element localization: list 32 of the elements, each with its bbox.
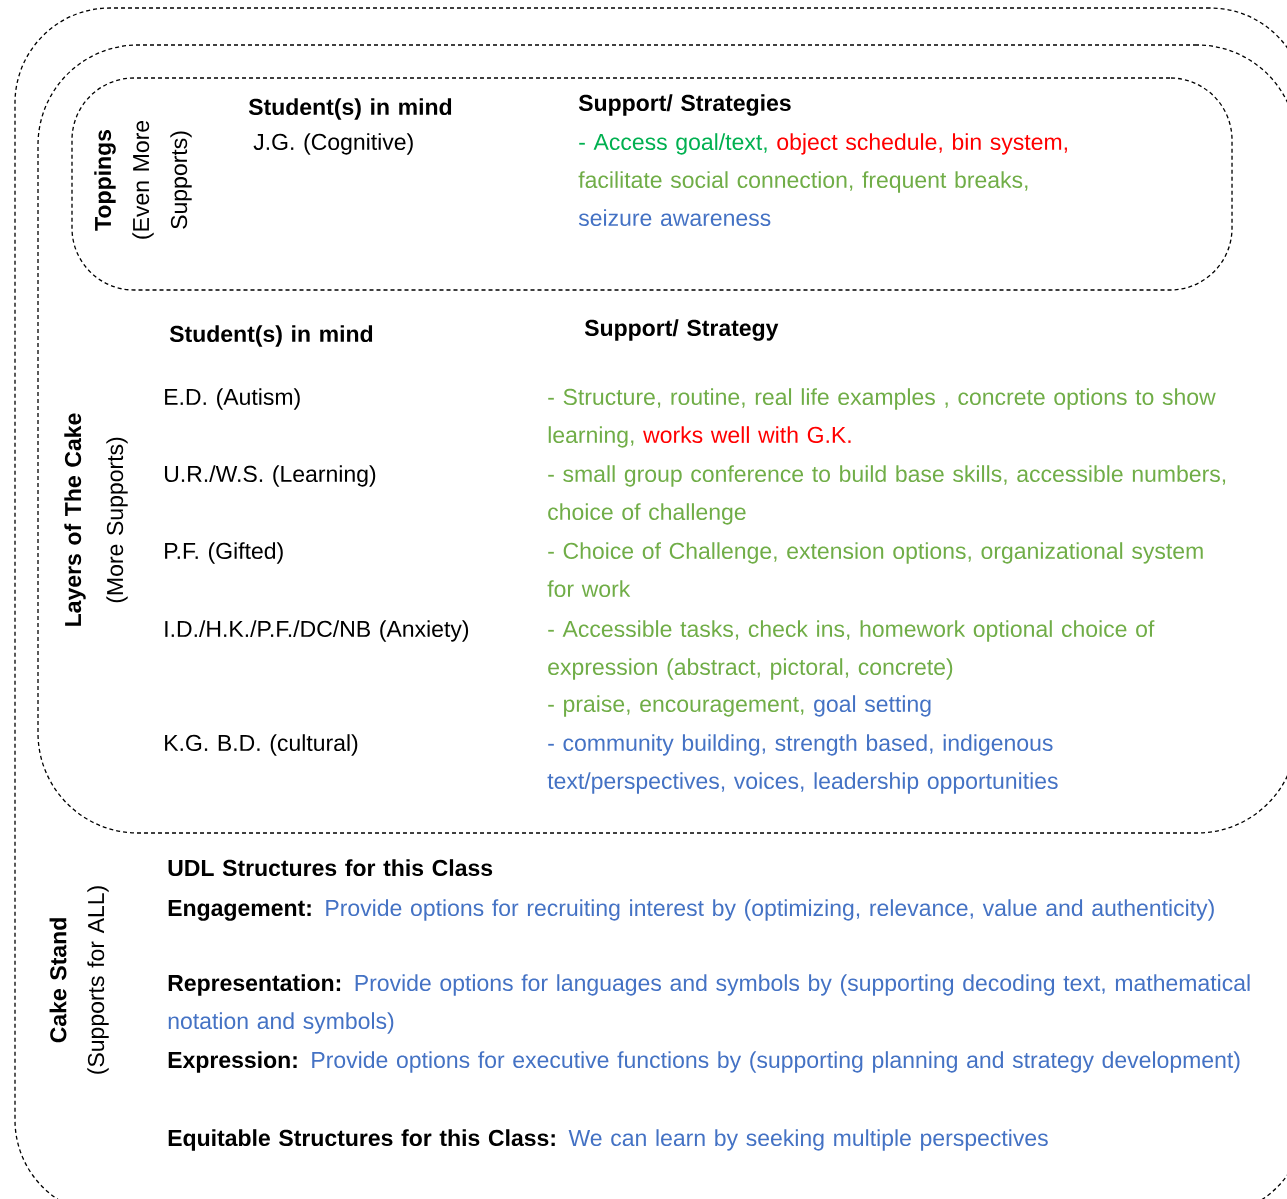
- column-heading: Support/ Strategies: [578, 94, 791, 116]
- section-subtitle: (Supports for ALL): [87, 886, 109, 1074]
- node-label: object schedule, bin system,: [777, 133, 1067, 155]
- strategy-text: - community building, strength based, indigenous text/perspectives, voices, leadership opportunities: [547, 734, 1058, 794]
- strategy-text: - Choice of Challenge, extension options, organizational system for work: [547, 542, 1203, 598]
- student-label: E.D. (Autism): [165, 388, 300, 410]
- section-title: Toppings: [94, 130, 116, 231]
- student-label: I.D./H.K./P.F./DC/NB (Anxiety): [165, 620, 469, 642]
- column-heading: Student(s) in mind: [169, 325, 373, 347]
- section-subtitle: (Even More Supports): [132, 120, 192, 239]
- udl-paragraph: Expression: Provide options for executive functions by (supporting planning and strategy development): [168, 1051, 1240, 1073]
- strategy-text: - Structure, routine, real life examples , concrete options to show learning, works well with G.K.: [548, 388, 1216, 448]
- student-label: J.G. (Cognitive): [253, 133, 413, 155]
- column-heading: Student(s) in mind: [248, 98, 452, 120]
- strategy-text: - Accessible tasks, check ins, homework optional choice of expression (abstract, pictoral, concrete): [548, 620, 1155, 680]
- udl-paragraph: Representation: Provide options for languages and symbols by (supporting decoding text, mathematical notation and symbols): [168, 974, 1250, 1034]
- section-title: Layers of The Cake: [64, 413, 86, 626]
- student-label: K.G. B.D. (cultural): [165, 734, 358, 756]
- udl-paragraph: Engagement: Provide options for recruiting interest by (optimizing, relevance, value and authenticity): [168, 899, 1214, 921]
- node-label: facilitate social connection, frequent breaks,: [578, 171, 1028, 193]
- strategy-text: - Access goal/text, object schedule, bin system, facilitate social connection, frequent breaks, seizure awareness: [578, 133, 1067, 227]
- student-label: U.R./W.S. (Learning): [164, 465, 376, 487]
- udl-paragraph: Equitable Structures for this Class: We can learn by seeking multiple perspectives: [168, 1129, 1048, 1151]
- column-heading: Support/ Strategy: [584, 319, 779, 341]
- udl-heading: UDL Structures for this Class: [168, 859, 493, 877]
- student-label: P.F. (Gifted): [165, 542, 283, 564]
- section-title: Cake Stand: [49, 918, 67, 1043]
- node-label: seizure awareness: [578, 209, 771, 227]
- node-label: - Access goal/text,: [579, 133, 767, 155]
- strategy-text: - small group conference to build base skills, accessible numbers, choice of challenge: [548, 465, 1226, 525]
- strategy-text: - praise, encouragement, goal setting: [548, 695, 931, 717]
- section-subtitle: (More Supports): [106, 437, 128, 603]
